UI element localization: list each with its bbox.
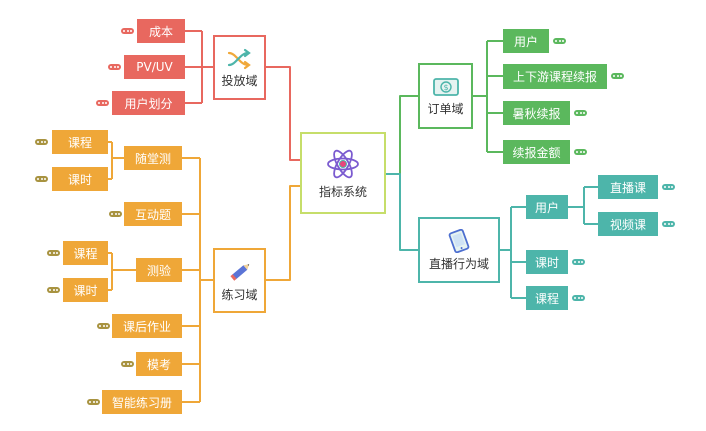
collapse-dots[interactable] (574, 149, 587, 155)
leaf-live-class[interactable]: 直播课 (598, 175, 658, 199)
connector-classroom-leaves (108, 141, 124, 180)
leaf-classroom-course[interactable]: 课程 (52, 130, 108, 154)
leaf-renewal-amount[interactable]: 续报金额 (503, 140, 570, 164)
node-quiz[interactable]: 测验 (136, 258, 182, 282)
collapse-dots[interactable] (109, 211, 122, 217)
leaf-smart-workbook[interactable]: 智能练习册 (102, 390, 182, 414)
shuffle-icon (227, 48, 251, 69)
connector-center-order (386, 95, 418, 175)
branch-ads[interactable]: 投放域 (213, 35, 266, 100)
collapse-dots[interactable] (47, 250, 60, 256)
atom-icon (327, 149, 359, 179)
collapse-dots[interactable] (87, 399, 100, 405)
collapse-dots[interactable] (611, 73, 624, 79)
leaf-quiz-course[interactable]: 课程 (63, 241, 108, 265)
svg-text:$: $ (443, 83, 448, 92)
collapse-dots[interactable] (96, 100, 109, 106)
collapse-dots[interactable] (572, 295, 585, 301)
collapse-dots[interactable] (572, 259, 585, 265)
leaf-video-class[interactable]: 视频课 (598, 212, 658, 236)
tablet-icon (448, 229, 470, 253)
collapse-dots[interactable] (553, 38, 566, 44)
node-classroom-test[interactable]: 随堂测 (124, 146, 182, 170)
branch-ads-label: 投放域 (221, 73, 258, 88)
leaf-order-user[interactable]: 用户 (503, 29, 549, 53)
center-node[interactable]: 指标系统 (300, 132, 386, 214)
branch-live-label: 直播行为域 (428, 257, 489, 271)
connector-practice-children (182, 157, 213, 403)
branch-order[interactable]: $ 订单域 (418, 63, 473, 129)
leaf-classroom-lesson[interactable]: 课时 (52, 167, 108, 191)
branch-live[interactable]: 直播行为域 (418, 217, 500, 283)
leaf-interactive-questions[interactable]: 互动题 (124, 202, 182, 226)
leaf-summer-fall-renewal[interactable]: 暑秋续报 (503, 101, 570, 125)
connector-order-leaves (473, 40, 503, 153)
leaf-cost[interactable]: 成本 (137, 19, 185, 43)
center-label: 指标系统 (318, 185, 367, 199)
connector-center-practice (266, 185, 300, 281)
branch-practice-label: 练习域 (221, 287, 258, 302)
connector-center-live (386, 173, 418, 251)
collapse-dots[interactable] (47, 287, 60, 293)
leaf-quiz-lesson[interactable]: 课时 (63, 278, 108, 302)
collapse-dots[interactable] (108, 64, 121, 70)
collapse-dots[interactable] (574, 110, 587, 116)
leaf-homework[interactable]: 课后作业 (112, 314, 182, 338)
collapse-dots[interactable] (97, 323, 110, 329)
leaf-pv-uv[interactable]: PV/UV (124, 55, 185, 79)
collapse-dots[interactable] (121, 361, 134, 367)
connector-ads-leaves (185, 30, 213, 104)
connector-quiz-leaves (108, 252, 136, 291)
connector-live-children (500, 206, 526, 299)
collapse-dots[interactable] (662, 184, 675, 190)
collapse-dots[interactable] (35, 176, 48, 182)
collapse-dots[interactable] (35, 139, 48, 145)
connector-center-ads (266, 66, 300, 161)
pencil-icon (229, 263, 249, 281)
branch-practice[interactable]: 练习域 (213, 248, 266, 313)
branch-order-label: 订单域 (427, 102, 464, 116)
node-live-user[interactable]: 用户 (526, 195, 568, 219)
dollar-bill-icon: $ (432, 78, 459, 96)
leaf-mock-exam[interactable]: 模考 (136, 352, 182, 376)
connector-live-user-leaves (568, 186, 598, 225)
leaf-live-lesson[interactable]: 课时 (526, 250, 568, 274)
leaf-course-renewal[interactable]: 上下游课程续报 (503, 64, 607, 89)
collapse-dots[interactable] (662, 221, 675, 227)
leaf-user-segmentation[interactable]: 用户划分 (112, 91, 185, 115)
leaf-live-course[interactable]: 课程 (526, 286, 568, 310)
collapse-dots[interactable] (121, 28, 134, 34)
